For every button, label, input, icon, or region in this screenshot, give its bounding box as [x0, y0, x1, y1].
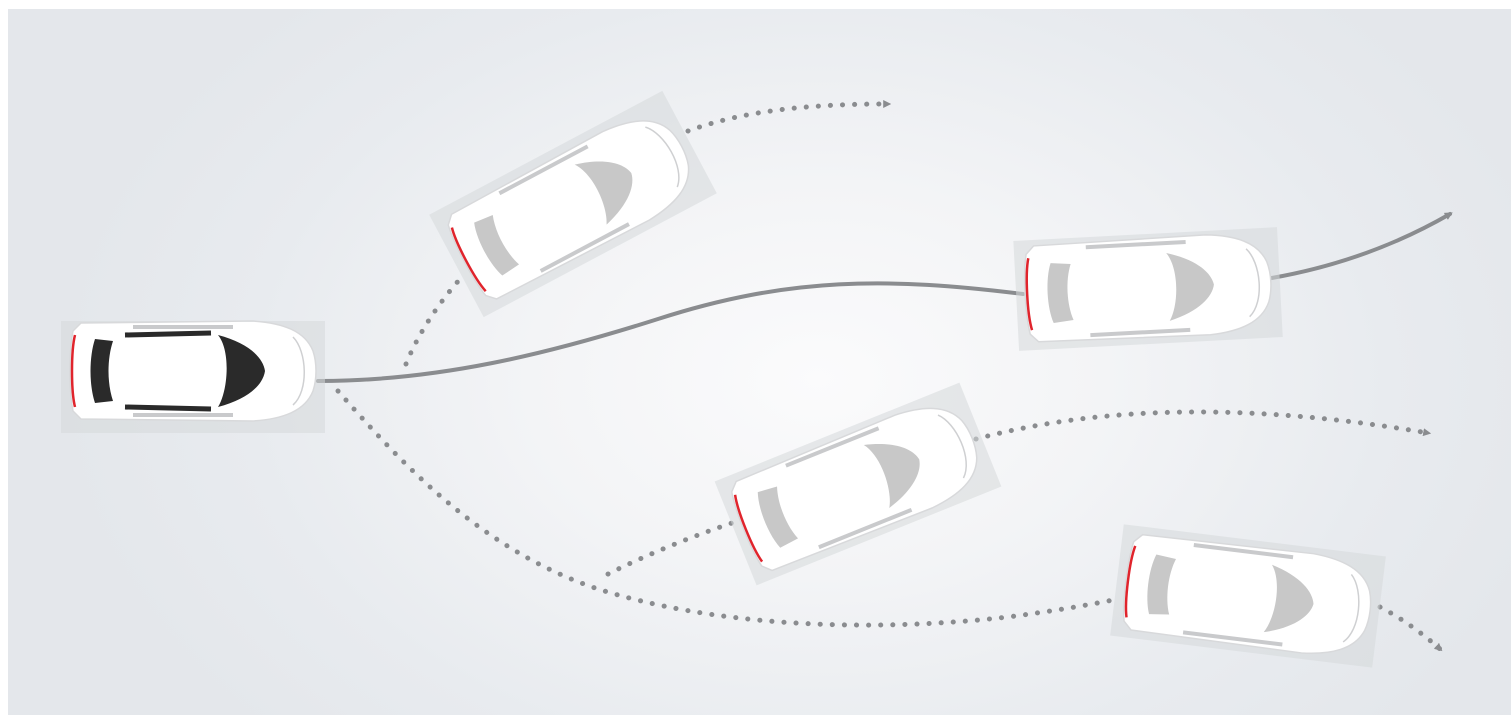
upper-car-trajectory: [688, 104, 888, 131]
car-right-path: [1266, 214, 1450, 279]
diagram-canvas: [8, 9, 1511, 715]
predicted-car-upper: [429, 91, 717, 317]
branch-to-upper-car: [406, 279, 460, 364]
branch-to-middle-car: [608, 521, 738, 574]
predicted-car-right: [1013, 227, 1282, 351]
ego-roof: [119, 341, 215, 401]
lower-car-trajectory: [1380, 607, 1440, 649]
ego-car: [61, 321, 325, 433]
middle-car-trajectory: [976, 412, 1428, 439]
predicted-car-lower: [1110, 524, 1386, 667]
trajectory-diagram: [8, 9, 1511, 715]
predicted-car-middle: [715, 383, 1002, 586]
